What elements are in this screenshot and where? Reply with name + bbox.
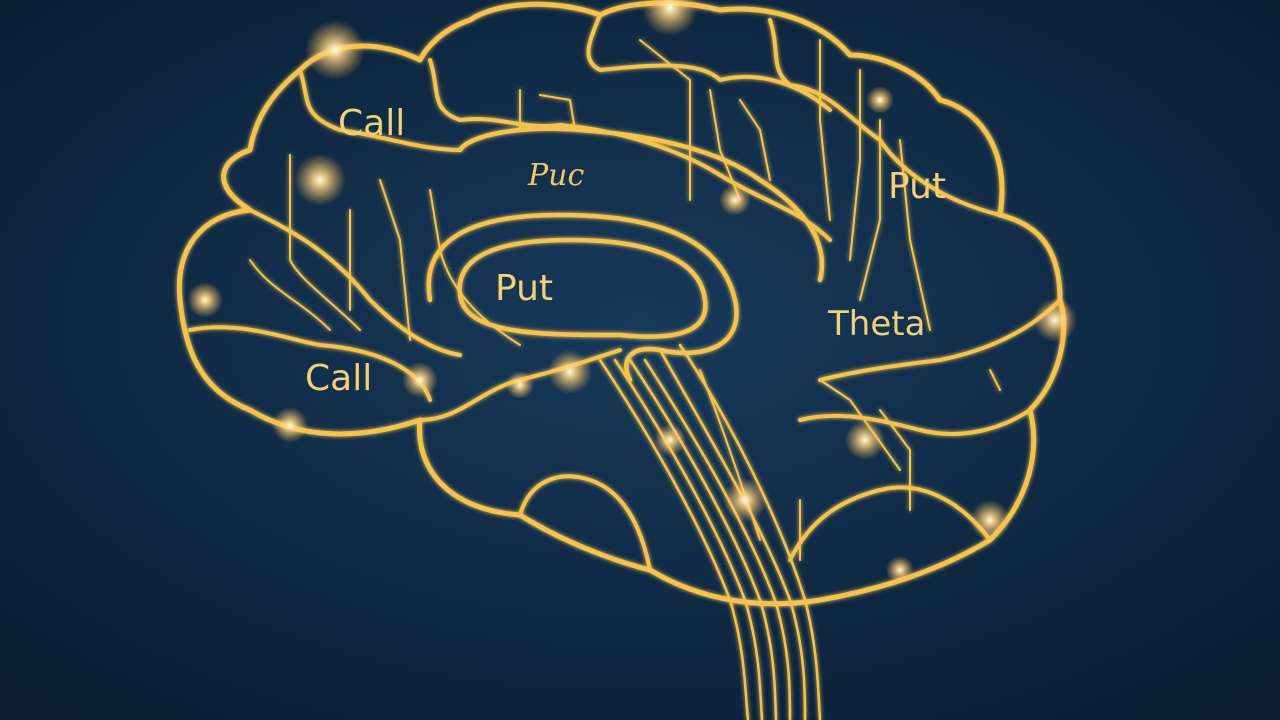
glow-node xyxy=(294,154,346,206)
glow-node xyxy=(723,478,767,522)
glow-node xyxy=(845,420,885,460)
glow-node xyxy=(402,362,438,398)
label-call-top: Call xyxy=(338,103,405,144)
glow-nodes xyxy=(187,0,1077,584)
glow-node xyxy=(886,556,914,584)
brain-fold xyxy=(518,474,652,572)
glow-node xyxy=(272,407,308,443)
corpus-loop-inner xyxy=(457,237,708,339)
label-put-small: Puc xyxy=(527,158,585,193)
label-put-center: Put xyxy=(495,268,553,309)
glow-node xyxy=(1033,298,1077,342)
label-theta: Theta xyxy=(827,304,925,344)
glow-node xyxy=(642,0,698,36)
label-call-bottom: Call xyxy=(305,358,372,399)
glow-node xyxy=(866,86,894,114)
brain-fold xyxy=(798,408,1032,436)
brain-fold xyxy=(768,18,1002,217)
glow-node xyxy=(654,424,686,456)
brain-fold xyxy=(586,13,832,112)
brain-fold xyxy=(298,68,462,152)
brain-fold xyxy=(428,58,832,242)
glow-node xyxy=(305,20,365,80)
corpus-loop-upper xyxy=(457,126,825,283)
glow-node xyxy=(548,350,592,394)
brain-fold xyxy=(248,208,462,357)
glow-node xyxy=(187,282,223,318)
label-put-right: Put xyxy=(888,166,946,207)
glow-node xyxy=(506,371,534,399)
brain-stem xyxy=(598,343,822,720)
brain-fold xyxy=(818,298,1062,382)
brain-fold xyxy=(788,485,992,562)
glow-node xyxy=(970,500,1010,540)
glow-node xyxy=(719,184,751,216)
